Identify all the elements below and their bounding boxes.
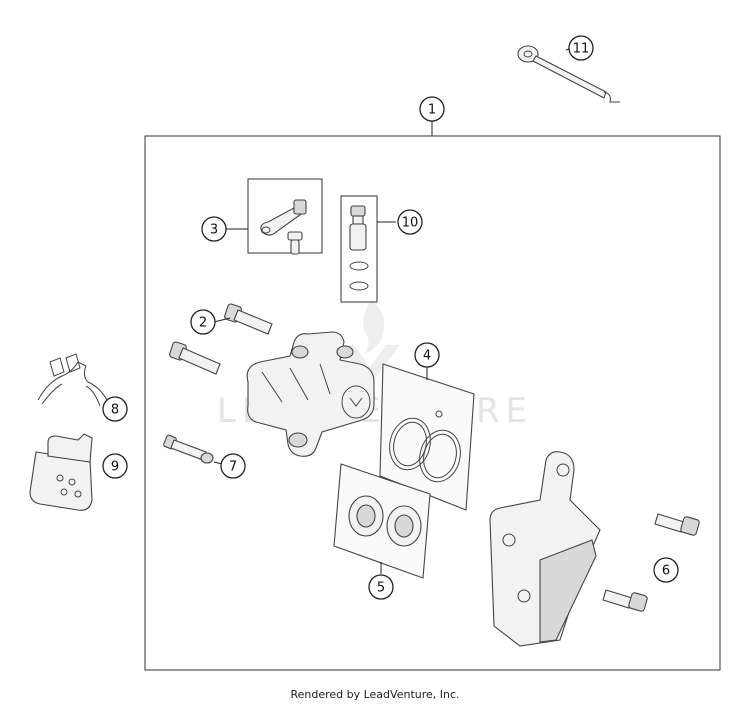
kit-box-3 (247, 178, 323, 254)
callout-label-5: 5 (377, 581, 385, 596)
part-11-brake-line[interactable] (517, 45, 620, 103)
callout-8[interactable]: 8 (102, 396, 128, 422)
callout-7[interactable]: 7 (220, 453, 246, 479)
watermark-logo-icon (340, 300, 400, 385)
callout-11[interactable]: 11 (568, 35, 594, 61)
callout-label-6: 6 (662, 564, 670, 579)
callout-label-11: 11 (573, 42, 590, 57)
callout-5[interactable]: 5 (368, 574, 394, 600)
kit-box-10 (340, 195, 378, 303)
callout-label-8: 8 (111, 403, 119, 418)
callout-label-4: 4 (423, 349, 431, 364)
callout-1[interactable]: 1 (419, 96, 445, 122)
callout-label-1: 1 (428, 103, 436, 118)
callout-circle-6 (653, 557, 679, 583)
callout-label-2: 2 (199, 316, 207, 331)
callout-label-3: 3 (210, 223, 218, 238)
part-7-slide-pin[interactable] (163, 434, 214, 464)
callouts: 1 2 3 4 5 6 7 8 9 10 11 (102, 35, 679, 600)
callout-2[interactable]: 2 (190, 309, 216, 335)
callout-circle-10 (397, 209, 423, 235)
callout-circle-3 (201, 216, 227, 242)
callout-4[interactable]: 4 (414, 342, 440, 368)
callout-10[interactable]: 10 (397, 209, 423, 235)
part-2-caliper-bolts[interactable] (169, 303, 273, 375)
part-3-bleeder-kit[interactable] (260, 199, 307, 255)
callout-circle-9 (102, 453, 128, 479)
callout-circle-4 (414, 342, 440, 368)
part-5-piston-kit[interactable] (333, 463, 431, 579)
callout-label-9: 9 (111, 460, 119, 475)
callout-label-10: 10 (402, 216, 419, 231)
part-4-seal-kit[interactable] (379, 363, 475, 511)
part-10-bleeder-valve[interactable] (349, 205, 369, 291)
callout-9[interactable]: 9 (102, 453, 128, 479)
part-6-bracket-bolts[interactable] (602, 513, 700, 612)
brake-caliper-body[interactable] (246, 331, 375, 457)
callout-label-7: 7 (229, 460, 237, 475)
part-8-pad-spring[interactable] (37, 353, 111, 407)
callout-circle-11 (568, 35, 594, 61)
callout-circle-2 (190, 309, 216, 335)
callout-circle-8 (102, 396, 128, 422)
caliper-bracket[interactable] (489, 451, 601, 647)
callout-circle-5 (368, 574, 394, 600)
footer-credit: Rendered by LeadVenture, Inc. (290, 688, 460, 701)
callout-circle-7 (220, 453, 246, 479)
callout-3[interactable]: 3 (201, 216, 227, 242)
leader-2 (213, 317, 231, 323)
callout-6[interactable]: 6 (653, 557, 679, 583)
part-9-brake-pads[interactable] (29, 433, 93, 511)
callout-circle-1 (419, 96, 445, 122)
